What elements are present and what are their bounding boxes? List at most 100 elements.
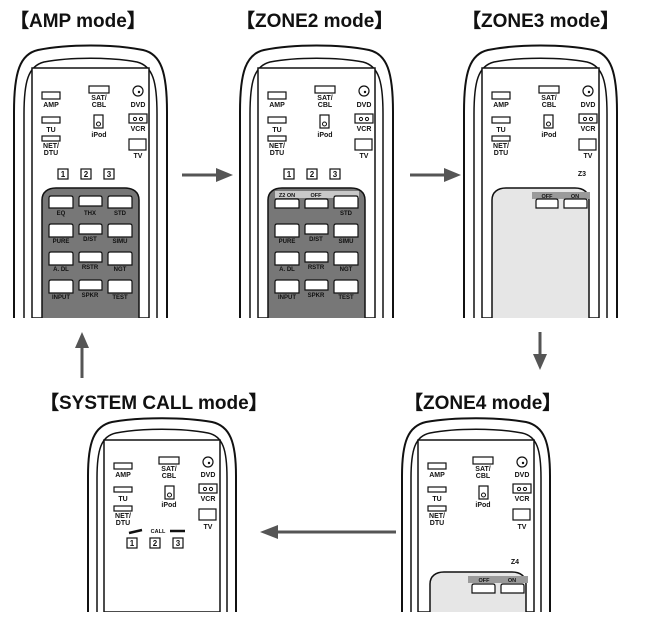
vcr-cassette-icon[interactable] <box>354 113 374 124</box>
mode-button-ngt[interactable]: NGT <box>333 251 359 273</box>
dvd-disc-icon[interactable] <box>516 456 528 468</box>
zone4-label: Z4 <box>511 559 519 566</box>
label-tu: TU <box>496 127 505 134</box>
zone4-on-button[interactable] <box>500 583 525 594</box>
label-dvd: DVD <box>131 102 146 109</box>
remote-zone4-mode: AMP SAT/ CBL DVD TU iPod VCR NET/ DTU TV… <box>396 416 556 612</box>
mode-button-dst[interactable]: D/ST <box>304 223 329 243</box>
mode-button-simu[interactable]: SIMU <box>107 223 133 245</box>
number-button-3[interactable]: 3 <box>329 168 341 180</box>
dvd-disc-icon[interactable] <box>358 85 370 97</box>
source-button-sat-cbl[interactable] <box>88 85 110 94</box>
tv-icon[interactable] <box>198 508 217 521</box>
number-button-1[interactable]: 1 <box>283 168 295 180</box>
source-button-tu[interactable] <box>427 486 447 493</box>
mode-button-std[interactable]: STD <box>107 195 133 217</box>
ipod-icon[interactable] <box>93 114 104 129</box>
mode-button-std[interactable]: STD <box>333 195 359 217</box>
label-ipod: iPod <box>317 132 332 139</box>
source-button-net-dtu[interactable] <box>427 505 447 512</box>
mode-button-test[interactable]: TEST <box>107 279 133 301</box>
number-button-1[interactable]: 1 <box>57 168 69 180</box>
mode-button-test[interactable]: TEST <box>333 279 359 301</box>
zone3-on-button[interactable] <box>563 198 588 209</box>
source-button-tu[interactable] <box>41 116 61 124</box>
mode-button-spkr[interactable]: SPKR <box>304 279 329 299</box>
source-button-net-dtu[interactable] <box>267 135 287 142</box>
svg-text:THX: THX <box>84 211 96 217</box>
source-button-tu[interactable] <box>267 116 287 124</box>
source-button-amp[interactable] <box>267 91 287 100</box>
svg-text:PURE: PURE <box>279 239 296 245</box>
zone2-on-button[interactable] <box>274 198 300 209</box>
tv-icon[interactable] <box>512 508 531 521</box>
number-button-3[interactable]: 3 <box>172 537 184 549</box>
source-button-amp[interactable] <box>113 462 133 470</box>
source-button-amp[interactable] <box>491 91 511 100</box>
number-button-2[interactable]: 2 <box>149 537 161 549</box>
svg-text:D/ST: D/ST <box>309 237 323 243</box>
ipod-icon[interactable] <box>543 114 554 129</box>
ipod-icon[interactable] <box>478 485 489 500</box>
mode-button-pure[interactable]: PURE <box>274 223 300 245</box>
label-tu: TU <box>46 127 55 134</box>
source-button-amp[interactable] <box>427 462 447 470</box>
arrow-amp-to-zone2 <box>182 168 233 182</box>
source-button-sat-cbl[interactable] <box>314 85 336 94</box>
svg-text:A. DL: A. DL <box>53 267 69 273</box>
vcr-cassette-icon[interactable] <box>512 483 532 494</box>
number-button-2[interactable]: 2 <box>80 168 92 180</box>
remote-amp-mode: AMP SAT/ CBL DVD TU iPod VCR NET/ DTU TV… <box>8 42 173 318</box>
source-button-tu[interactable] <box>113 486 133 493</box>
mode-button-adl[interactable]: A. DL <box>274 251 300 273</box>
dvd-disc-icon[interactable] <box>582 85 594 97</box>
mode-button-spkr[interactable]: SPKR <box>78 279 103 299</box>
label-net: NET/ <box>115 513 131 520</box>
mode-button-ngt[interactable]: NGT <box>107 251 133 273</box>
mode-button-rstr[interactable]: RSTR <box>304 251 329 271</box>
mode-button-input[interactable]: INPUT <box>48 279 74 301</box>
zone4-off-button[interactable] <box>471 583 496 594</box>
zone3-off-button[interactable] <box>535 198 559 209</box>
source-button-net-dtu[interactable] <box>41 135 61 142</box>
mode-button-thx[interactable]: THX <box>78 195 103 217</box>
number-button-1[interactable]: 1 <box>126 537 138 549</box>
mode-button-input[interactable]: INPUT <box>274 279 300 301</box>
dvd-disc-icon[interactable] <box>202 456 214 468</box>
label-vcr: VCR <box>515 496 530 503</box>
mode-button-rstr[interactable]: RSTR <box>78 251 103 271</box>
dvd-disc-icon[interactable] <box>132 85 144 97</box>
svg-text:EQ: EQ <box>57 211 66 217</box>
label-cbl: CBL <box>162 473 177 480</box>
label-net: NET/ <box>429 513 445 520</box>
tv-icon[interactable] <box>578 138 597 151</box>
label-sat: SAT/ <box>541 95 556 102</box>
source-button-sat-cbl[interactable] <box>472 456 494 465</box>
source-button-sat-cbl[interactable] <box>538 85 560 94</box>
mode-button-simu[interactable]: SIMU <box>333 223 359 245</box>
tv-icon[interactable] <box>354 138 373 151</box>
title-system-call-mode: 【SYSTEM CALL mode】 <box>40 393 268 414</box>
zone2-off-button[interactable] <box>304 198 329 209</box>
source-button-sat-cbl[interactable] <box>158 456 180 465</box>
source-button-amp[interactable] <box>41 91 61 100</box>
svg-text:PURE: PURE <box>53 239 70 245</box>
source-button-net-dtu[interactable] <box>491 135 511 142</box>
tv-icon[interactable] <box>128 138 147 151</box>
title-amp-mode: 【AMP mode】 <box>10 11 146 32</box>
number-button-3[interactable]: 3 <box>103 168 115 180</box>
mode-button-pure[interactable]: PURE <box>48 223 74 245</box>
vcr-cassette-icon[interactable] <box>128 113 148 124</box>
mode-button-adl[interactable]: A. DL <box>48 251 74 273</box>
svg-text:STD: STD <box>340 211 353 217</box>
ipod-icon[interactable] <box>319 114 330 129</box>
ipod-icon[interactable] <box>164 485 175 500</box>
vcr-cassette-icon[interactable] <box>198 483 218 494</box>
mode-button-eq[interactable]: EQ <box>48 195 74 217</box>
vcr-cassette-icon[interactable] <box>578 113 598 124</box>
mode-button-dst[interactable]: D/ST <box>78 223 103 243</box>
source-button-tu[interactable] <box>491 116 511 124</box>
number-button-2[interactable]: 2 <box>306 168 318 180</box>
label-ipod: iPod <box>161 502 176 509</box>
source-button-net-dtu[interactable] <box>113 505 133 512</box>
